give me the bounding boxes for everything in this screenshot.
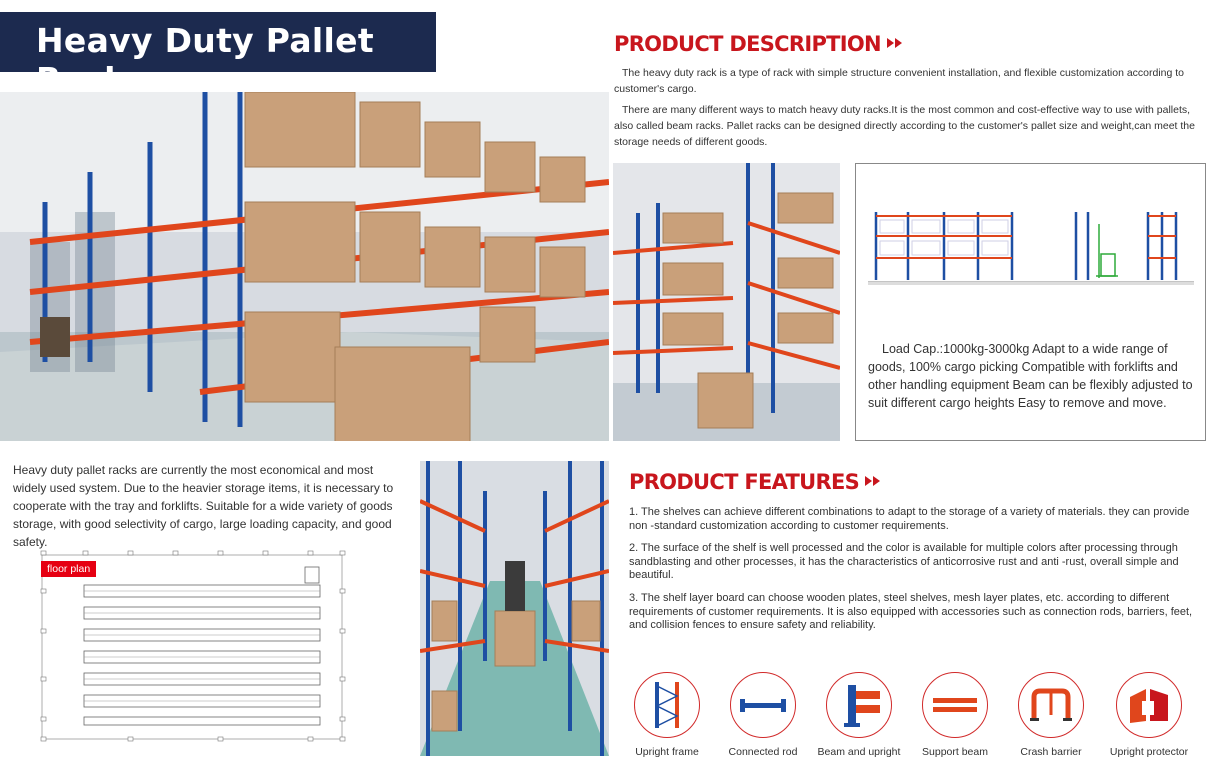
connected-rod-icon <box>730 672 796 738</box>
accessory-upright-protector: Upright protector <box>1101 672 1197 758</box>
floor-plan-label: floor plan <box>41 561 97 577</box>
beam-and-upright-icon <box>826 672 892 738</box>
accessory-crash-barrier: Crash barrier <box>1003 672 1099 758</box>
left-description-text: Heavy duty pallet racks are currently th… <box>13 463 394 549</box>
double-arrow-icon <box>865 468 881 492</box>
accessory-label: Upright frame <box>635 746 699 758</box>
feature-item-2: 2. The surface of the shelf is well proc… <box>629 542 1179 581</box>
accessory-connected-rod: Connected rod <box>715 672 811 758</box>
warehouse-photo-side <box>613 163 840 441</box>
rack-elevation-drawing: Load Cap.:1000kg-3000kg Adapt to a wide … <box>855 163 1206 441</box>
product-description-heading-text: PRODUCT DESCRIPTION <box>614 32 882 56</box>
crash-barrier-icon <box>1018 672 1084 738</box>
upright-frame-icon <box>634 672 700 738</box>
floor-plan-drawing <box>38 549 350 744</box>
upright-protector-icon <box>1116 672 1182 738</box>
accessory-label: Connected rod <box>728 746 798 758</box>
product-features-heading: PRODUCT FEATURES <box>629 470 881 494</box>
accessory-label: Support beam <box>922 746 988 758</box>
rack-elevation-diagram <box>868 212 1194 285</box>
accessory-label: Crash barrier <box>1020 746 1082 758</box>
product-description-heading: PRODUCT DESCRIPTION <box>614 32 903 56</box>
accessory-beam-and-upright: Beam and upright <box>811 672 907 758</box>
warehouse-photo-aisle <box>420 461 609 756</box>
accessory-label: Beam and upright <box>817 746 901 758</box>
description-paragraph-2: There are many different ways to match h… <box>614 104 1195 148</box>
title-banner: Heavy Duty Pallet Rack <box>0 12 436 99</box>
load-capacity-text: Load Cap.:1000kg-3000kg Adapt to a wide … <box>868 342 1193 410</box>
description-paragraph-1: The heavy duty rack is a type of rack wi… <box>614 67 1185 95</box>
support-beam-icon <box>922 672 988 738</box>
accessory-label: Upright protector <box>1109 746 1189 758</box>
accessory-support-beam: Support beam <box>907 672 1003 758</box>
warehouse-photo-main <box>0 92 609 441</box>
feature-item-3: 3. The shelf layer board can choose wood… <box>629 592 1193 631</box>
double-arrow-icon <box>886 30 903 54</box>
feature-item-1: 1. The shelves can achieve different com… <box>629 506 1190 532</box>
accessory-upright-frame: Upright frame <box>619 672 715 758</box>
product-features-heading-text: PRODUCT FEATURES <box>629 470 860 494</box>
page-title: Heavy Duty Pallet Rack <box>36 21 374 99</box>
